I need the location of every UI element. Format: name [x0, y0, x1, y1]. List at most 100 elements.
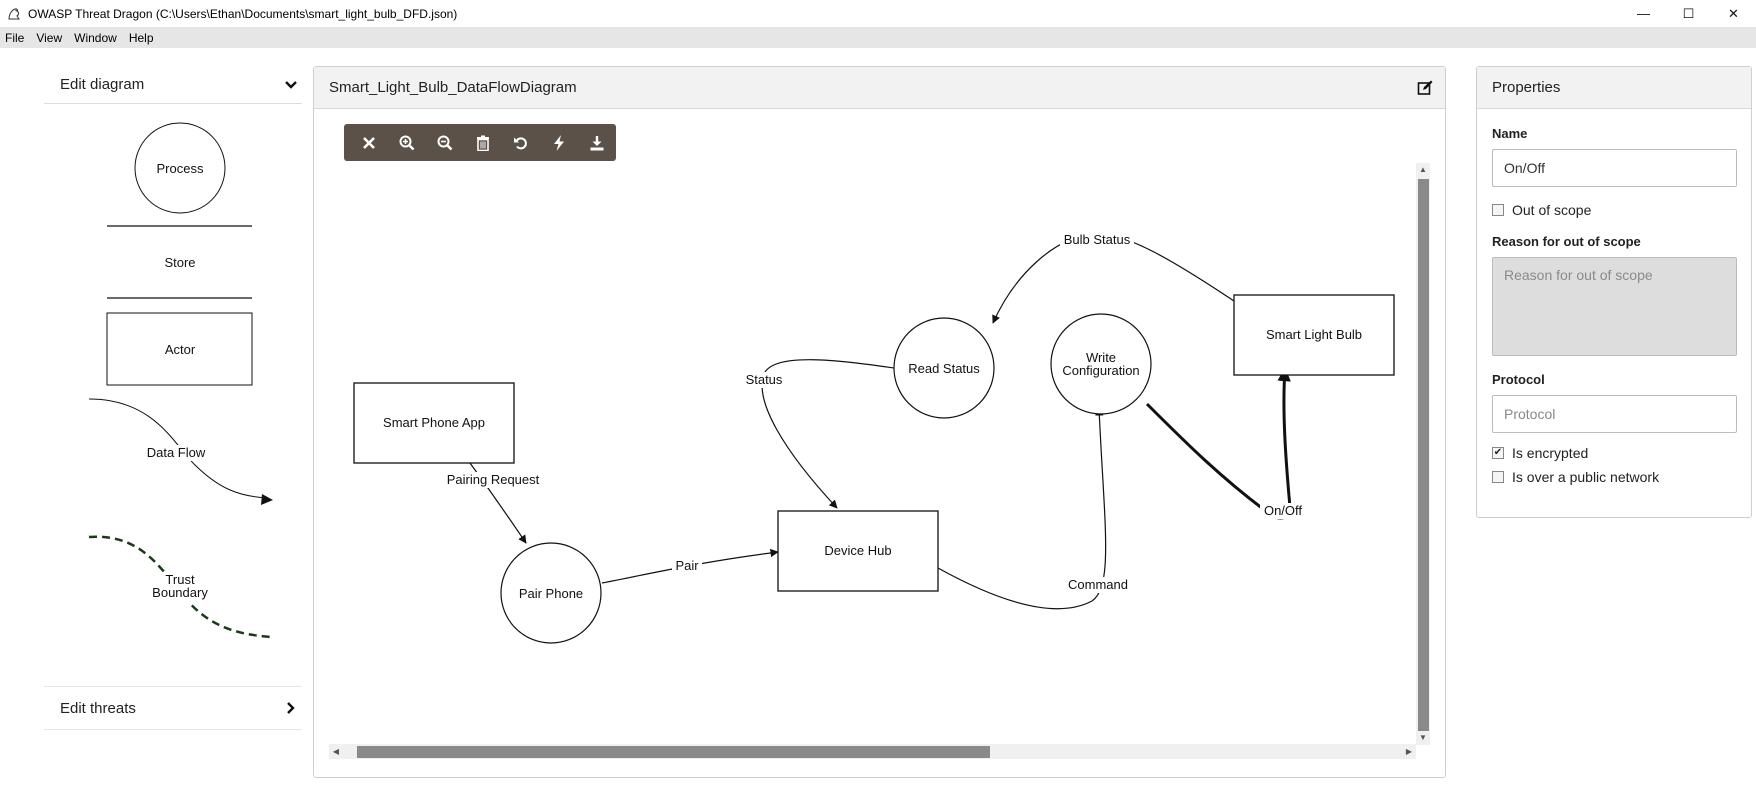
- node-smart-light-bulb-label: Smart Light Bulb: [1266, 327, 1362, 342]
- menu-bar: File View Window Help: [0, 27, 1756, 48]
- chevron-right-icon[interactable]: [284, 701, 298, 715]
- properties-header: Properties: [1477, 67, 1751, 109]
- stencil-actor[interactable]: Actor: [106, 312, 253, 386]
- edit-threats-header[interactable]: Edit threats: [44, 686, 302, 730]
- protocol-label: Protocol: [1492, 372, 1545, 387]
- minimize-button[interactable]: —: [1637, 6, 1650, 21]
- diagram-canvas[interactable]: Pairing Request Pair Status Bulb Status …: [314, 161, 1414, 744]
- node-write-config-label-2: Configuration: [1062, 363, 1139, 378]
- horizontal-scroll-thumb[interactable]: [357, 746, 990, 758]
- menu-help[interactable]: Help: [128, 30, 154, 45]
- stencil-process-label: Process: [157, 161, 204, 176]
- public-network-row[interactable]: Is over a public network: [1492, 469, 1659, 485]
- protocol-input[interactable]: [1492, 395, 1737, 433]
- diagram-header: Smart_Light_Bulb_DataFlowDiagram: [314, 67, 1445, 109]
- download-icon: [590, 135, 604, 150]
- properties-title: Properties: [1492, 79, 1561, 96]
- delete-button[interactable]: [464, 124, 502, 161]
- close-diagram-button[interactable]: [350, 124, 388, 161]
- flow-pair[interactable]: Pair: [601, 548, 779, 584]
- stencil-process[interactable]: Process: [134, 122, 226, 214]
- edit-threats-title: Edit threats: [60, 699, 136, 717]
- flow-bulb-status-label: Bulb Status: [1064, 232, 1131, 247]
- properties-panel: Properties Name Out of scope Reason for …: [1476, 66, 1752, 518]
- node-smart-light-bulb[interactable]: Smart Light Bulb: [1233, 294, 1395, 376]
- flow-status-label: Status: [746, 372, 783, 387]
- edit-diagram-title: Edit diagram: [60, 76, 145, 93]
- scroll-left-arrow-icon[interactable]: ◀: [332, 747, 340, 756]
- lightning-icon: [554, 134, 564, 151]
- flow-pairing-request[interactable]: Pairing Request: [445, 454, 541, 544]
- node-device-hub-label: Device Hub: [824, 543, 891, 558]
- scroll-up-arrow-icon[interactable]: ▲: [1419, 165, 1427, 174]
- menu-window[interactable]: Window: [74, 30, 117, 45]
- download-button[interactable]: [578, 124, 616, 161]
- node-read-status[interactable]: Read Status: [893, 317, 995, 419]
- reason-label: Reason for out of scope: [1492, 234, 1641, 249]
- stencil-store-label: Store: [164, 255, 195, 270]
- flow-command-label: Command: [1068, 577, 1128, 592]
- stencil-canvas: Process Store Actor Data Flow Trust: [88, 122, 273, 639]
- horizontal-scrollbar[interactable]: ◀ ▶: [329, 744, 1416, 759]
- zoom-out-icon: [437, 135, 453, 150]
- public-network-label: Is over a public network: [1512, 469, 1660, 485]
- node-pair-phone-label: Pair Phone: [519, 586, 583, 601]
- stencil-flow-label: Data Flow: [147, 445, 206, 460]
- reason-textarea[interactable]: [1492, 257, 1737, 356]
- chevron-down-icon[interactable]: [284, 78, 298, 92]
- stencil-store[interactable]: Store: [107, 225, 252, 299]
- out-of-scope-checkbox[interactable]: [1492, 204, 1504, 216]
- is-encrypted-row[interactable]: ✔ Is encrypted: [1492, 445, 1588, 461]
- trash-icon: [477, 135, 489, 151]
- stencil-area: Process Store Actor Data Flow Trust: [44, 104, 302, 684]
- node-smart-phone-app-label: Smart Phone App: [383, 415, 485, 430]
- is-encrypted-label: Is encrypted: [1512, 445, 1589, 461]
- node-write-config-label-1: Write: [1086, 350, 1116, 365]
- stencil-trust-boundary[interactable]: Trust Boundary: [88, 535, 273, 639]
- generate-threats-button[interactable]: [540, 124, 578, 161]
- menu-view[interactable]: View: [36, 30, 63, 45]
- edit-icon[interactable]: [1417, 80, 1433, 96]
- zoom-in-button[interactable]: [388, 124, 426, 161]
- flow-status[interactable]: Status: [742, 359, 895, 509]
- stencil-panel: Edit diagram Process Store Actor: [44, 66, 302, 731]
- node-pair-phone[interactable]: Pair Phone: [500, 542, 602, 644]
- vertical-scrollbar[interactable]: ▲ ▼: [1416, 163, 1430, 745]
- stencil-boundary-label-1: Trust: [165, 572, 195, 587]
- is-encrypted-checkbox[interactable]: ✔: [1492, 447, 1504, 459]
- diagram-panel: Smart_Light_Bulb_DataFlowDiagram: [313, 66, 1446, 778]
- scroll-down-arrow-icon[interactable]: ▼: [1419, 733, 1427, 742]
- flow-bulb-status[interactable]: Bulb Status: [992, 232, 1235, 324]
- menu-file[interactable]: File: [5, 30, 25, 45]
- undo-icon: [514, 136, 527, 149]
- flow-command[interactable]: Command: [937, 407, 1131, 610]
- node-write-configuration[interactable]: Write Configuration: [1050, 313, 1152, 415]
- flow-pairing-request-label: Pairing Request: [447, 472, 540, 487]
- name-input[interactable]: [1492, 149, 1737, 187]
- edit-diagram-header[interactable]: Edit diagram: [44, 66, 302, 104]
- node-read-status-label: Read Status: [908, 361, 980, 376]
- public-network-checkbox[interactable]: [1492, 471, 1504, 483]
- diagram-title: Smart_Light_Bulb_DataFlowDiagram: [329, 79, 577, 96]
- flow-on-off[interactable]: On/Off: [1145, 367, 1306, 520]
- out-of-scope-label: Out of scope: [1512, 202, 1592, 218]
- window-controls: — ☐ ✕: [1621, 0, 1756, 27]
- node-device-hub[interactable]: Device Hub: [777, 510, 939, 592]
- undo-button[interactable]: [502, 124, 540, 161]
- node-smart-phone-app[interactable]: Smart Phone App: [353, 382, 515, 464]
- close-icon: [363, 136, 375, 149]
- close-window-button[interactable]: ✕: [1728, 5, 1739, 21]
- app-logo-icon: [8, 7, 20, 19]
- vertical-scroll-thumb[interactable]: [1418, 179, 1429, 731]
- diagram-toolbar: [344, 124, 616, 161]
- zoom-out-button[interactable]: [426, 124, 464, 161]
- stencil-data-flow[interactable]: Data Flow: [88, 398, 273, 505]
- title-bar: OWASP Threat Dragon (C:\Users\Ethan\Docu…: [0, 0, 1756, 27]
- scroll-right-arrow-icon[interactable]: ▶: [1405, 747, 1413, 756]
- flow-on-off-label: On/Off: [1264, 503, 1302, 518]
- zoom-in-icon: [399, 135, 415, 150]
- maximize-button[interactable]: ☐: [1682, 5, 1695, 21]
- window-title: OWASP Threat Dragon (C:\Users\Ethan\Docu…: [28, 6, 458, 21]
- out-of-scope-row[interactable]: Out of scope: [1492, 202, 1591, 218]
- name-label: Name: [1492, 126, 1528, 141]
